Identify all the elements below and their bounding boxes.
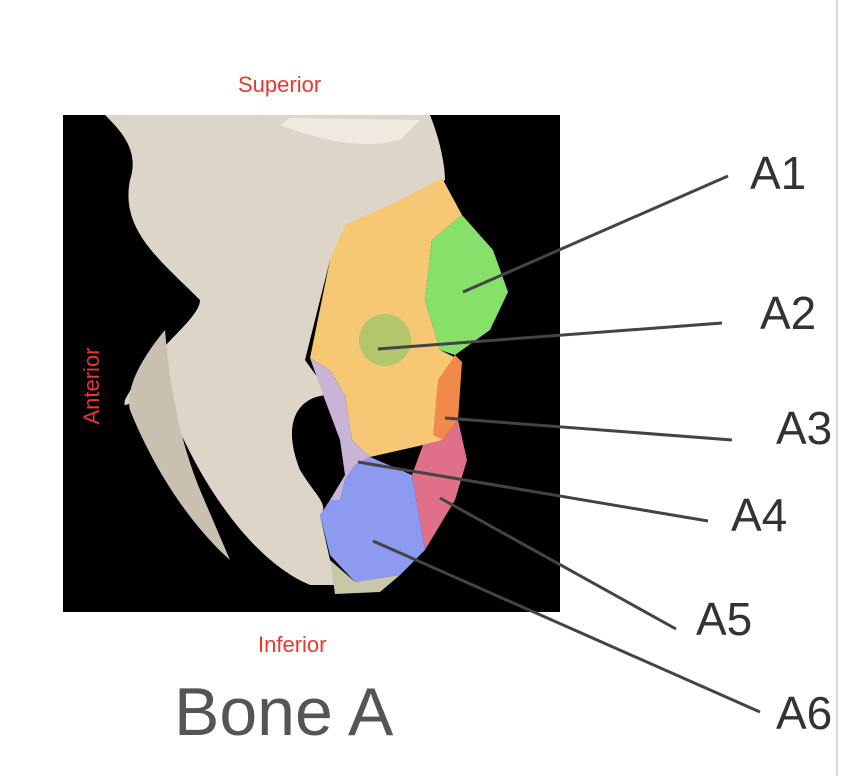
- callout-a4: A4: [731, 489, 788, 541]
- page-edge-divider: [836, 0, 838, 776]
- region-inferior-rim: [330, 560, 400, 594]
- leader-line-a6: [372, 539, 761, 714]
- callout-a6: A6: [776, 687, 833, 739]
- label-superior: Superior: [238, 72, 322, 97]
- label-anterior: Anterior: [79, 347, 104, 425]
- callout-a1: A1: [750, 147, 807, 199]
- callout-a2: A2: [760, 287, 817, 339]
- leader-line-a2: [377, 321, 723, 351]
- leader-lines: [357, 174, 761, 714]
- leader-line-a5: [439, 496, 677, 631]
- region-a5: [412, 420, 467, 550]
- callout-a5: A5: [696, 593, 753, 645]
- leader-line-a3: [444, 416, 733, 442]
- callout-a3: A3: [776, 402, 833, 454]
- label-inferior: Inferior: [258, 632, 327, 657]
- region-a1: [425, 215, 508, 355]
- diagram-title: Bone A: [174, 674, 394, 750]
- region-a4: [310, 358, 370, 500]
- acetabular-fossa: [359, 314, 411, 366]
- leader-line-a4: [357, 460, 709, 523]
- leader-line-a1: [462, 174, 729, 294]
